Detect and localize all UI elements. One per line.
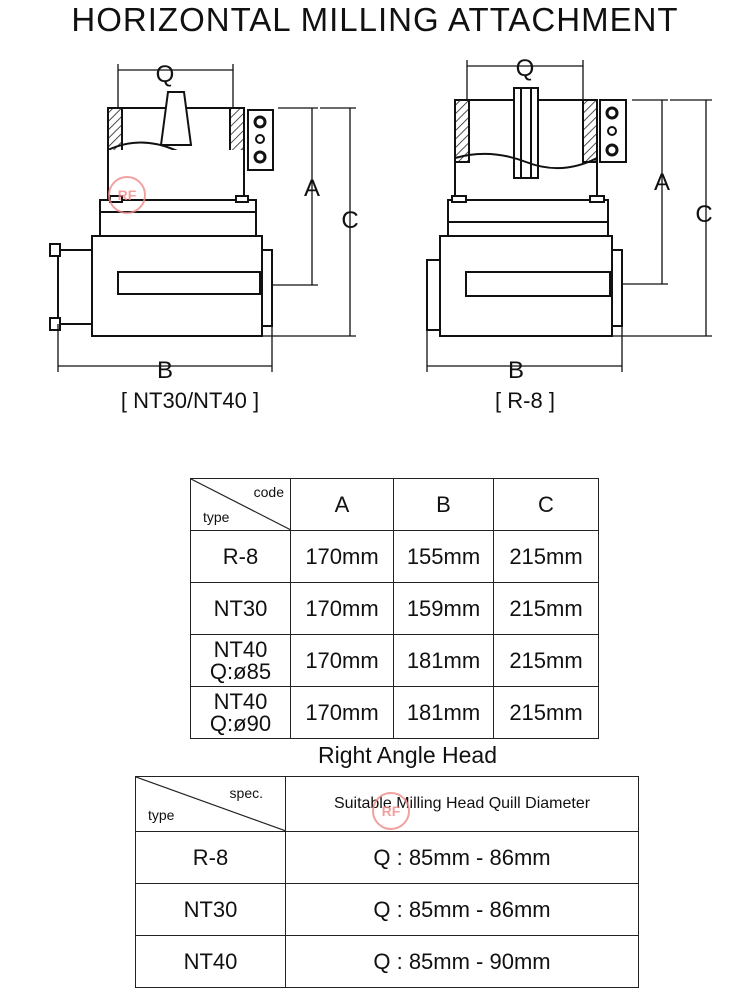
corner-cell: spec. type	[135, 776, 286, 832]
value-b-cell: 181mm	[393, 686, 494, 739]
type-quill: Q:ø85	[209, 658, 272, 684]
label-q-right: Q	[516, 55, 535, 82]
column-header-b: B	[393, 478, 494, 531]
label-c-right: C	[695, 201, 712, 228]
type-name: NT40	[213, 688, 268, 714]
spec-column-header: Suitable Milling Head Quill Diameter	[285, 776, 639, 832]
corner-diagonal	[191, 479, 291, 530]
table-row: R-8 170mm 155mm 215mm	[190, 530, 599, 583]
column-header-a: A	[290, 478, 394, 531]
dimension-table: code type A B C R-8 170mm 155mm 215mm NT…	[190, 478, 599, 739]
table-row: NT30 170mm 159mm 215mm	[190, 582, 599, 635]
quill-range-cell: Q : 85mm - 90mm	[285, 935, 639, 988]
value-b-cell: 181mm	[393, 634, 494, 687]
dimension-table-header: code type A B C	[190, 478, 599, 531]
quill-range-cell: Q : 85mm - 86mm	[285, 831, 639, 884]
value-b-cell: 155mm	[393, 530, 494, 583]
drawing-nt30-nt40	[49, 64, 356, 372]
corner-type-label: type	[203, 509, 230, 525]
label-a-right: A	[654, 169, 670, 196]
quill-range-cell: Q : 85mm - 86mm	[285, 883, 639, 936]
spec-table: spec. type Suitable Milling Head Quill D…	[135, 776, 639, 988]
technical-drawing: Q A C B	[49, 55, 713, 384]
type-cell: NT40 Q:ø90	[190, 686, 291, 739]
label-c-left: C	[341, 207, 358, 234]
value-c-cell: 215mm	[493, 530, 599, 583]
value-c-cell: 215mm	[493, 686, 599, 739]
page-title: HORIZONTAL MILLING ATTACHMENT	[71, 1, 679, 38]
value-a-cell: 170mm	[290, 530, 394, 583]
type-cell: R-8	[135, 831, 286, 884]
corner-spec-label: spec.	[229, 785, 263, 801]
spec-table-header: spec. type Suitable Milling Head Quill D…	[135, 776, 639, 832]
value-c-cell: 215mm	[493, 582, 599, 635]
table-row: NT40 Q : 85mm - 90mm	[135, 935, 639, 988]
section-title: Right Angle Head	[317, 742, 497, 768]
type-cell: NT40 Q:ø85	[190, 634, 291, 687]
table-row: NT40 Q:ø90 170mm 181mm 215mm	[190, 686, 599, 739]
type-cell: NT40	[135, 935, 286, 988]
value-a-cell: 170mm	[290, 634, 394, 687]
value-a-cell: 170mm	[290, 686, 394, 739]
type-cell: R-8	[190, 530, 291, 583]
caption-r8: [ R-8 ]	[495, 388, 555, 413]
column-header-c: C	[493, 478, 599, 531]
rf-watermark-logo: RF	[108, 176, 146, 214]
value-b-cell: 159mm	[393, 582, 494, 635]
type-name: NT40	[213, 636, 268, 662]
label-b-left: B	[157, 357, 173, 384]
type-cell: NT30	[135, 883, 286, 936]
caption-nt30-nt40: [ NT30/NT40 ]	[120, 388, 260, 413]
corner-type-label: type	[148, 807, 175, 823]
rf-watermark-logo: RF	[372, 792, 410, 830]
type-quill: Q:ø90	[209, 710, 272, 736]
value-c-cell: 215mm	[493, 634, 599, 687]
label-b-right: B	[508, 357, 524, 384]
type-cell: NT30	[190, 582, 291, 635]
table-row: R-8 Q : 85mm - 86mm	[135, 831, 639, 884]
label-a-left: A	[304, 175, 320, 202]
corner-code-label: code	[253, 484, 284, 500]
drawing-r8	[426, 60, 712, 372]
corner-diagonal	[136, 777, 286, 831]
corner-cell: code type	[190, 478, 291, 531]
label-q-left: Q	[156, 61, 175, 88]
table-row: NT30 Q : 85mm - 86mm	[135, 883, 639, 936]
table-row: NT40 Q:ø85 170mm 181mm 215mm	[190, 634, 599, 687]
value-a-cell: 170mm	[290, 582, 394, 635]
